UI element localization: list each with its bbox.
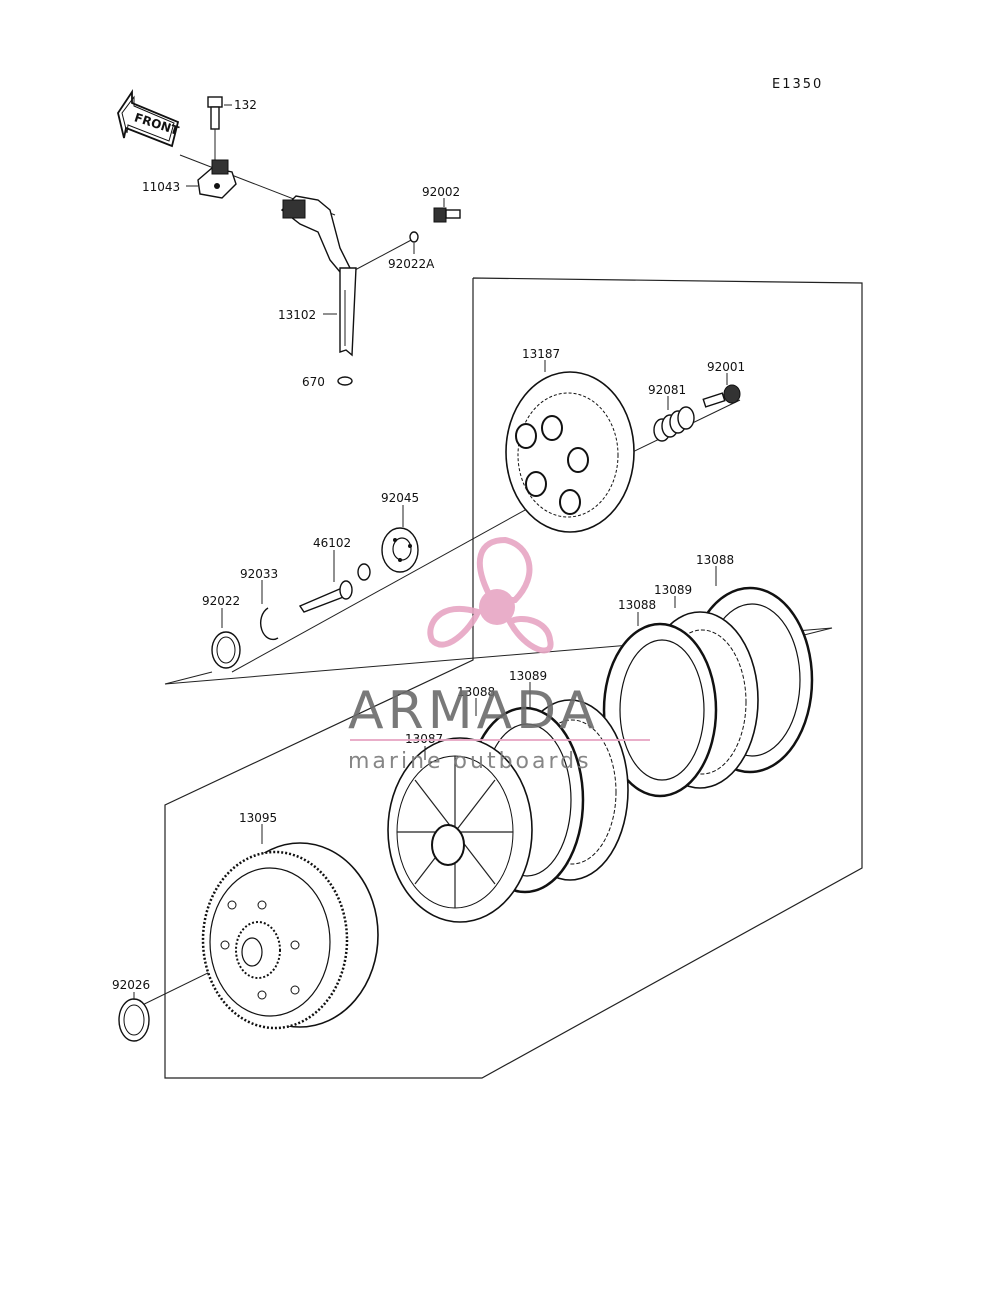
label-46102: 46102	[313, 536, 351, 550]
clutch-housing-13095	[201, 842, 379, 1030]
label-13089-a: 13089	[509, 669, 547, 683]
bracket-11043	[197, 159, 237, 199]
clutch-hub-13087	[387, 737, 533, 923]
label-13102: 13102	[278, 308, 316, 322]
label-92022: 92022	[202, 594, 240, 608]
push-rod-46102	[298, 563, 371, 613]
label-92001: 92001	[707, 360, 745, 374]
label-92081: 92081	[648, 383, 686, 397]
label-92045: 92045	[381, 491, 419, 505]
washer-92022A	[409, 231, 419, 243]
watermark-tagline: marine outboards	[348, 749, 592, 774]
label-670: 670	[302, 375, 325, 389]
label-132: 132	[234, 98, 257, 112]
label-13089-b: 13089	[654, 583, 692, 597]
release-shaft-13102	[280, 195, 357, 357]
propeller-logo-icon	[427, 536, 554, 654]
leader-lines	[133, 104, 728, 1000]
circlip-92033	[259, 607, 279, 641]
label-92002: 92002	[422, 185, 460, 199]
label-92022A: 92022A	[388, 257, 435, 271]
watermark-brand: ARMADA	[348, 681, 599, 741]
oring-670	[337, 376, 353, 386]
bolt-92001	[702, 384, 741, 408]
screw-92002	[433, 207, 461, 223]
pressure-plate-13187	[505, 371, 635, 533]
bolt-132	[207, 96, 223, 165]
friction-plate-13088-b	[602, 622, 718, 798]
bearing-92045	[381, 527, 419, 573]
label-13088-c: 13088	[696, 553, 734, 567]
diagram-code: E1350	[772, 77, 823, 92]
front-arrow-icon: FRONT	[117, 89, 181, 148]
label-92026: 92026	[112, 978, 150, 992]
label-11043: 11043	[142, 180, 180, 194]
label-13088-b: 13088	[618, 598, 656, 612]
assembly-outline	[164, 277, 863, 1079]
spring-92081	[653, 406, 695, 442]
label-92033: 92033	[240, 567, 278, 581]
label-13187: 13187	[522, 347, 560, 361]
washer-92026-inner	[123, 1004, 145, 1036]
label-13095: 13095	[239, 811, 277, 825]
label-13088-a: 13088	[457, 685, 495, 699]
part-labels: 132 11043 92002 92022A 13102 670 13187 9…	[112, 98, 745, 992]
watermark: ARMADA marine outboards	[348, 536, 650, 774]
washer-92022-inner	[216, 636, 236, 664]
